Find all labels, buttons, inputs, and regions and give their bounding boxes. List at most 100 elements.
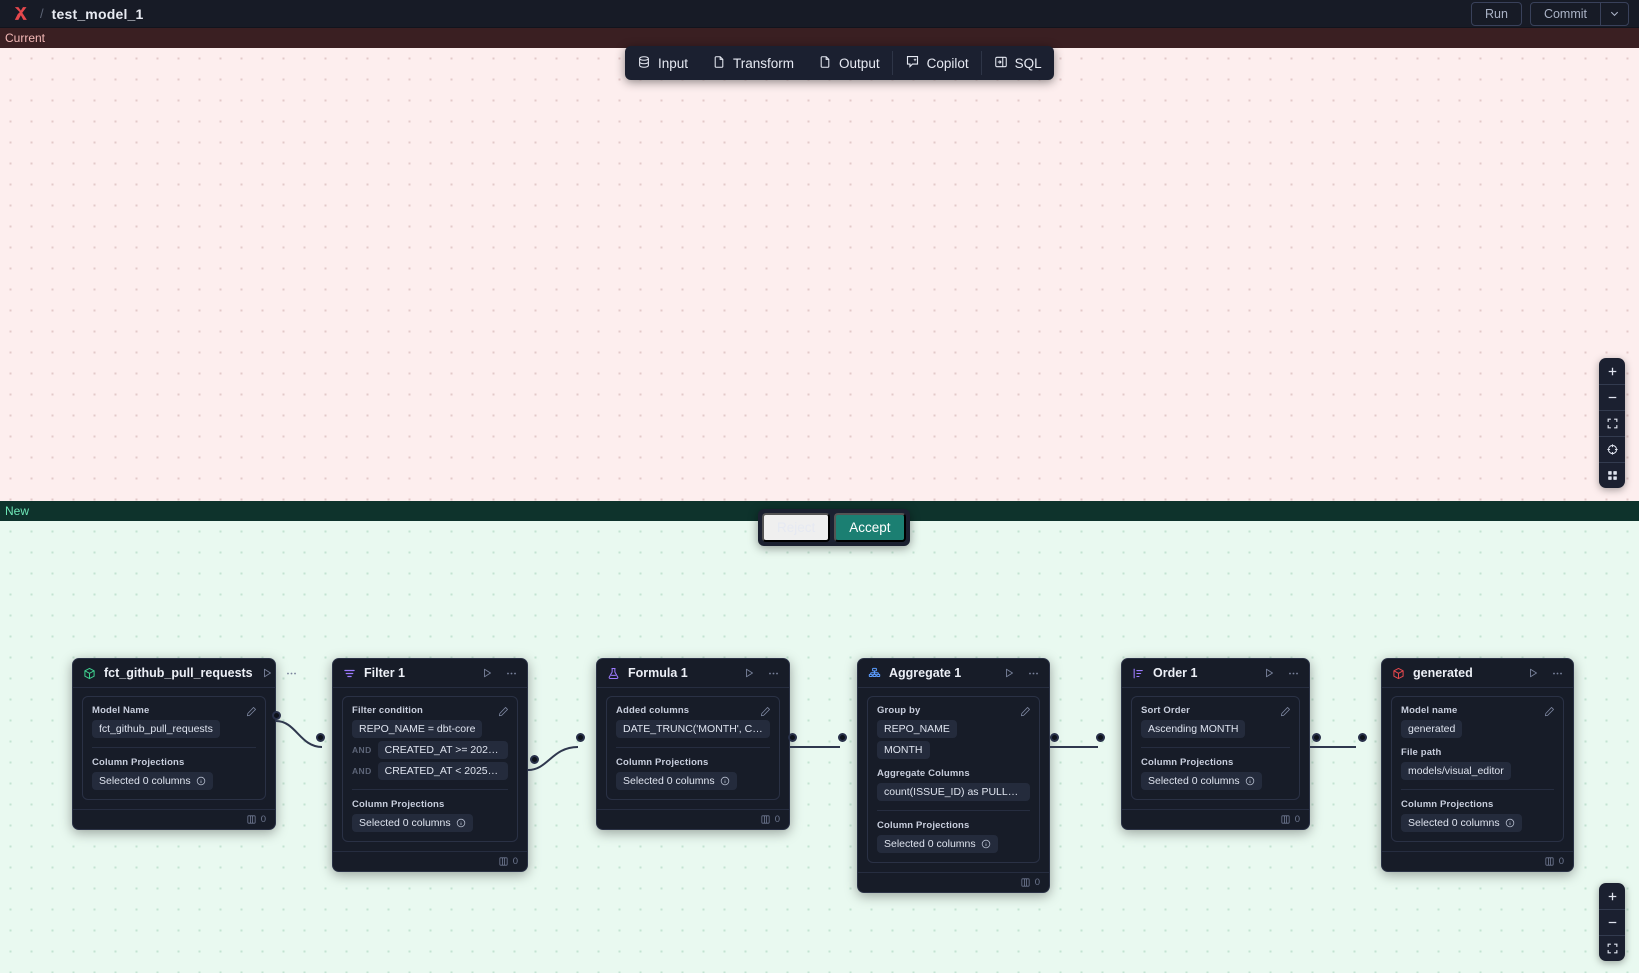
field-value-row[interactable]: Selected 0 columns (352, 814, 508, 832)
field-value-row[interactable]: Selected 0 columns (92, 772, 256, 790)
pencil-icon[interactable] (498, 704, 509, 722)
reject-button[interactable]: Reject (762, 513, 831, 542)
fit-view-icon[interactable] (1599, 410, 1625, 436)
play-icon[interactable] (1527, 667, 1539, 679)
column-projection-pill[interactable]: Selected 0 columns (1401, 814, 1522, 832)
node-header[interactable]: Formula 1 (597, 659, 789, 688)
condition-expression[interactable]: REPO_NAME = dbt-core (352, 720, 483, 738)
node-port[interactable] (316, 733, 325, 742)
node-header[interactable]: Filter 1 (333, 659, 527, 688)
node-port[interactable] (788, 733, 797, 742)
toolbar-item-input[interactable]: Input (625, 46, 700, 80)
field-value-row[interactable]: fct_github_pull_requests (92, 720, 256, 738)
field-value[interactable]: count(ISSUE_ID) as PULL_REQUEST_… (877, 783, 1030, 801)
info-icon[interactable] (981, 839, 991, 849)
field-value-row[interactable]: Selected 0 columns (616, 772, 770, 790)
minus-icon[interactable] (1599, 909, 1625, 935)
column-projection-pill[interactable]: Selected 0 columns (877, 835, 998, 853)
node-header[interactable]: Aggregate 1 (858, 659, 1049, 688)
field-value-row[interactable]: Selected 0 columns (1401, 814, 1554, 832)
node-port[interactable] (1312, 733, 1321, 742)
canvas-current[interactable] (0, 48, 1639, 501)
ellipsis-icon[interactable] (767, 667, 780, 680)
info-icon[interactable] (1505, 818, 1515, 828)
field-value-row[interactable]: DATE_TRUNC('MONTH', CREATED_AT… (616, 720, 770, 738)
chevron-down-icon[interactable] (1600, 2, 1628, 25)
ellipsis-icon[interactable] (505, 667, 518, 680)
field-value[interactable]: Ascending MONTH (1141, 720, 1246, 738)
fit-view-icon[interactable] (1599, 935, 1625, 961)
minus-icon[interactable] (1599, 384, 1625, 410)
ellipsis-icon[interactable] (1287, 667, 1300, 680)
node-port[interactable] (272, 711, 281, 720)
field-value-row[interactable]: models/visual_editor (1401, 762, 1554, 780)
info-icon[interactable] (196, 776, 206, 786)
condition-expression[interactable]: CREATED_AT >= 2024-12-01 (377, 741, 508, 759)
field-value[interactable]: generated (1401, 720, 1463, 738)
pencil-icon[interactable] (1020, 704, 1031, 722)
node-port[interactable] (576, 733, 585, 742)
grid-icon[interactable] (1599, 462, 1625, 488)
field-value-row[interactable]: generated (1401, 720, 1554, 738)
node-port[interactable] (838, 733, 847, 742)
column-projection-pill[interactable]: Selected 0 columns (1141, 772, 1262, 790)
ellipsis-icon[interactable] (1027, 667, 1040, 680)
toolbar-item-transform[interactable]: Transform (700, 46, 806, 80)
play-icon[interactable] (481, 667, 493, 679)
field-value[interactable]: DATE_TRUNC('MONTH', CREATED_AT… (616, 720, 770, 738)
field-value-row[interactable]: count(ISSUE_ID) as PULL_REQUEST_… (877, 783, 1030, 801)
pencil-icon[interactable] (1280, 704, 1291, 722)
commit-button-group[interactable]: Commit (1529, 1, 1629, 26)
toolbar-item-copilot[interactable]: Copilot (893, 46, 981, 80)
play-icon[interactable] (1003, 667, 1015, 679)
info-icon[interactable] (1245, 776, 1255, 786)
field-value[interactable]: fct_github_pull_requests (92, 720, 220, 738)
column-projection-pill[interactable]: Selected 0 columns (352, 814, 473, 832)
field-value-row[interactable]: Ascending MONTH (1141, 720, 1290, 738)
lock-icon[interactable] (1599, 436, 1625, 462)
run-button[interactable]: Run (1471, 1, 1522, 26)
pencil-icon[interactable] (760, 704, 771, 722)
field-value-row[interactable]: MONTH (877, 741, 1030, 759)
node-port[interactable] (530, 755, 539, 764)
play-icon[interactable] (261, 667, 273, 679)
toolbar-item-output[interactable]: Output (806, 46, 892, 80)
toolbar-item-sql[interactable]: SQL (982, 46, 1054, 80)
node-header[interactable]: Order 1 (1122, 659, 1309, 688)
node-port[interactable] (1358, 733, 1367, 742)
play-icon[interactable] (1263, 667, 1275, 679)
condition-expression[interactable]: CREATED_AT < 2025-03-01 (377, 762, 508, 780)
node-header[interactable]: generated (1382, 659, 1573, 688)
field-value[interactable]: REPO_NAME (877, 720, 957, 738)
node-port[interactable] (1050, 733, 1059, 742)
plus-icon[interactable] (1599, 358, 1625, 384)
commit-button[interactable]: Commit (1543, 6, 1587, 21)
node-header[interactable]: fct_github_pull_requests (73, 659, 296, 688)
field-value-row[interactable]: Selected 0 columns (877, 835, 1030, 853)
brand-x-icon[interactable] (10, 4, 30, 24)
node-port[interactable] (1096, 733, 1105, 742)
accept-button[interactable]: Accept (834, 513, 906, 542)
filter-condition-row[interactable]: REPO_NAME = dbt-core (352, 720, 508, 738)
column-projection-pill[interactable]: Selected 0 columns (616, 772, 737, 790)
pencil-icon[interactable] (246, 704, 257, 722)
field-value[interactable]: models/visual_editor (1401, 762, 1511, 780)
field-value-row[interactable]: Selected 0 columns (1141, 772, 1290, 790)
ellipsis-icon[interactable] (285, 667, 298, 680)
field-value-row[interactable]: REPO_NAME (877, 720, 1030, 738)
info-icon[interactable] (456, 818, 466, 828)
info-icon[interactable] (720, 776, 730, 786)
plus-icon[interactable] (1599, 883, 1625, 909)
column-projection-pill[interactable]: Selected 0 columns (92, 772, 213, 790)
field-value[interactable]: MONTH (877, 741, 930, 759)
play-icon[interactable] (743, 667, 755, 679)
